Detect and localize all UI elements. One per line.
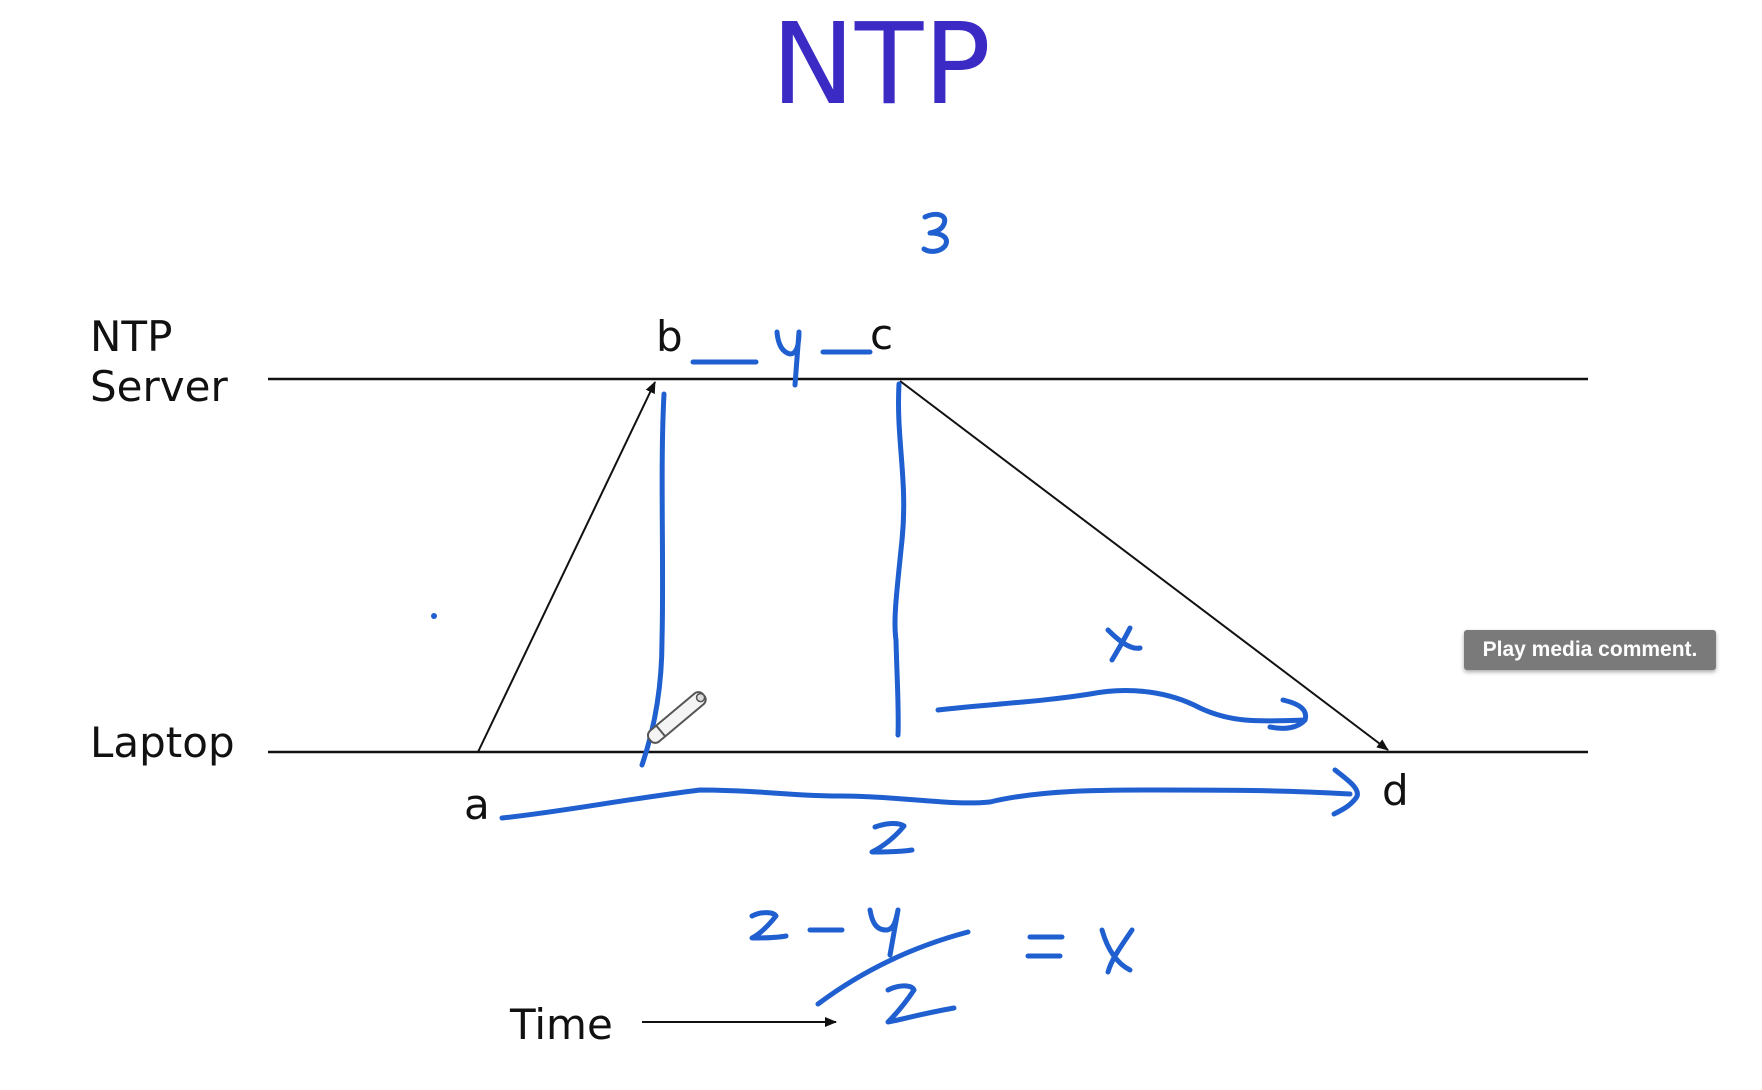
- ink-vertical-b: [639, 391, 667, 768]
- ink-digit-three: [921, 211, 949, 254]
- label-b: b: [656, 312, 683, 361]
- ink-z-arrow: [499, 767, 1360, 821]
- play-media-comment-tooltip[interactable]: Play media comment.: [1464, 630, 1716, 670]
- request-arrow: [477, 381, 656, 753]
- ink-formula-denominator: [885, 983, 957, 1025]
- pen-cursor-icon: [646, 691, 707, 744]
- ink-z: [869, 821, 915, 855]
- ink-formula-divider: [815, 929, 971, 1007]
- handwriting: [431, 211, 1360, 1025]
- ink-x-arrow: [935, 687, 1309, 731]
- ink-vertical-c: [892, 381, 907, 738]
- time-label: Time: [510, 1000, 613, 1049]
- ink-y: [774, 329, 802, 388]
- ink-x: [1105, 625, 1143, 663]
- ink-formula-result: [1025, 927, 1135, 975]
- slide-title: NTP: [771, 0, 991, 130]
- ink-dot: [431, 613, 437, 619]
- laptop-label: Laptop: [90, 718, 235, 767]
- label-c: c: [870, 310, 894, 359]
- response-arrow: [899, 380, 1389, 751]
- label-d: d: [1382, 766, 1409, 815]
- ink-formula-numerator: [749, 907, 901, 958]
- label-a: a: [464, 780, 490, 829]
- ntp-server-label: NTP Server: [90, 312, 228, 412]
